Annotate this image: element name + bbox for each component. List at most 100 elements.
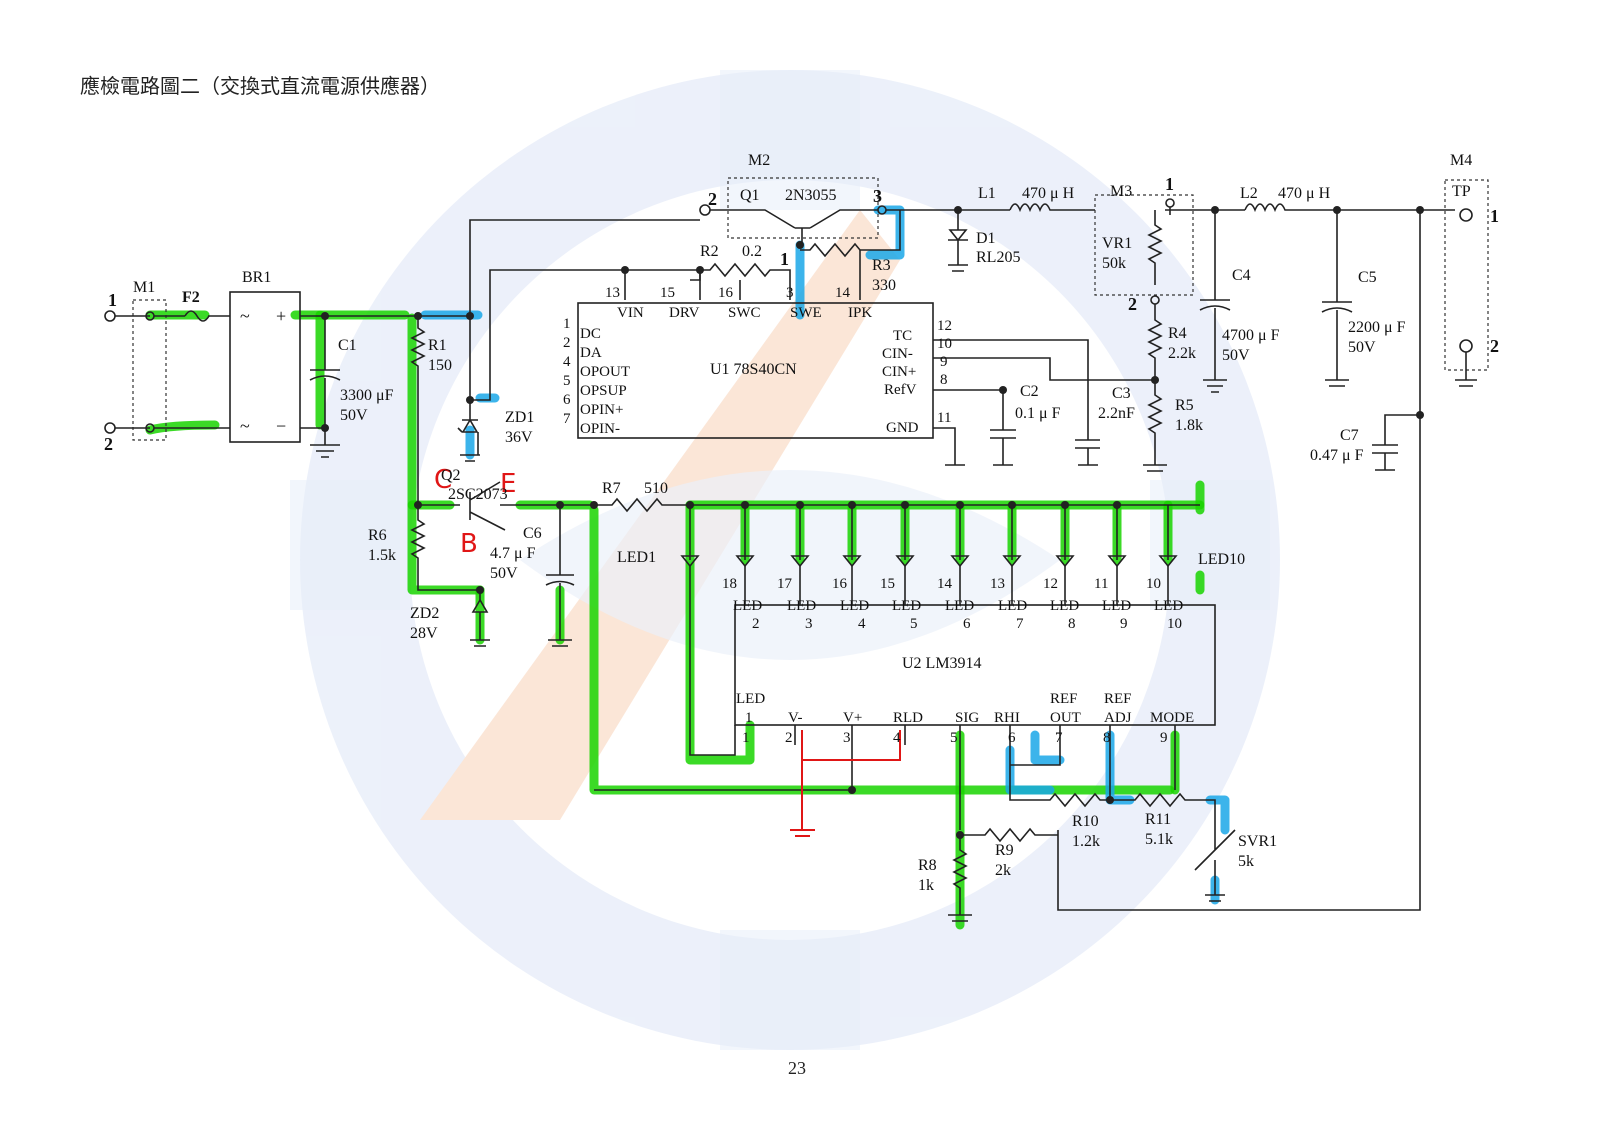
m2-terminal-2: 2: [708, 189, 717, 209]
watermark-logo: [290, 70, 1280, 1050]
u1-pin-num: 12: [937, 318, 952, 334]
r6-value: 1.5k: [368, 547, 396, 564]
c2-label: C2: [1020, 383, 1039, 400]
u1-right-pins: 12 TC 10 CIN- 9 CIN+ 8 RefV 11 GND: [882, 318, 952, 436]
u2-pin-line2: RLD: [893, 710, 923, 726]
br1-label: BR1: [242, 269, 271, 286]
u1-pin-num: 16: [718, 285, 734, 301]
u2-pin-line1: REF: [1050, 691, 1078, 707]
u2-pin-num: 2: [785, 730, 793, 746]
m1-label: M1: [133, 279, 155, 296]
u1-pin-name: DA: [580, 345, 602, 361]
c4-label: C4: [1232, 267, 1251, 284]
r2-value: 0.2: [742, 243, 762, 260]
u2-pin-num: 9: [1160, 730, 1168, 746]
u1-pin-num: 4: [563, 354, 571, 370]
c7-label: C7: [1340, 427, 1359, 444]
r1-value: 150: [428, 357, 452, 374]
u1-78s40cn: U1 78S40CN 13 VIN 15 DRV 16 SWC 3 SWE 14…: [563, 285, 952, 437]
svr1-label: SVR1: [1238, 833, 1277, 850]
u2-pin-line1: LED: [787, 598, 816, 614]
u1-pin-num: 9: [940, 354, 948, 370]
r1-label: R1: [428, 337, 447, 354]
u2-bottom-pins: LED 1 1 V- 2 V+ 3 RLD 4 SIG 5 RHI 6 REF …: [736, 691, 1194, 746]
u2-pin-num: 3: [843, 730, 851, 746]
annotation-e: E: [500, 469, 516, 499]
u2-pin-line2: SIG: [955, 710, 979, 726]
u2-pin-num: 15: [880, 576, 895, 592]
c2-value: 0.1 μ F: [1015, 405, 1061, 422]
annotation-c: C: [434, 465, 452, 495]
m3-label: M3: [1110, 183, 1132, 200]
u2-pin-line2: V+: [843, 710, 862, 726]
u2-pin-line1: LED: [1154, 598, 1183, 614]
r9-label: R9: [995, 842, 1014, 859]
d1-part: RL205: [976, 249, 1020, 266]
u2-pin-line2: MODE: [1150, 710, 1194, 726]
vr1-value: 50k: [1102, 255, 1126, 272]
c4-value: 4700 μ F: [1222, 327, 1280, 344]
m2-label: M2: [748, 152, 770, 169]
c1-label: C1: [338, 337, 357, 354]
r4-label: R4: [1168, 325, 1187, 342]
l1-label: L1: [978, 185, 996, 202]
r8-label: R8: [918, 857, 937, 874]
r5-label: R5: [1175, 397, 1194, 414]
u1-pin-num: 1: [563, 316, 571, 332]
q1-part: 2N3055: [785, 187, 837, 204]
r9-value: 2k: [995, 862, 1011, 879]
zd2-value: 28V: [410, 625, 438, 642]
u2-pin-line1: LED: [733, 598, 762, 614]
l2-value: 470 μ H: [1278, 185, 1331, 202]
c1-voltage: 50V: [340, 407, 368, 424]
u1-pin-name: OPOUT: [580, 364, 630, 380]
u1-top-pins: 13 VIN 15 DRV 16 SWC 3 SWE 14 IPK: [605, 285, 872, 321]
page-title: 應檢電路圖二（交換式直流電源供應器）: [80, 74, 440, 98]
u2-pin-line2: 9: [1120, 616, 1128, 632]
r2-label: R2: [700, 243, 719, 260]
vr1-label: VR1: [1102, 235, 1132, 252]
page-number: 23: [788, 1058, 806, 1078]
u2-lm3914: U2 LM3914 18 LED 2 17 LED 3 16 LED 4 15 …: [722, 576, 1194, 746]
u2-pin-line2: 10: [1167, 616, 1182, 632]
d1-label: D1: [976, 230, 996, 247]
u2-pin-line2: ADJ: [1104, 710, 1132, 726]
c6-label: C6: [523, 525, 542, 542]
u2-pin-num: 7: [1055, 730, 1063, 746]
u1-pin-num: 8: [940, 372, 948, 388]
u2-pin-num: 10: [1146, 576, 1161, 592]
u2-pin-line1: LED: [945, 598, 974, 614]
u2-pin-num: 4: [893, 730, 901, 746]
r3-value: 330: [872, 277, 896, 294]
c5-value: 2200 μ F: [1348, 319, 1406, 336]
u2-pin-num: 8: [1103, 730, 1111, 746]
u2-pin-line1: LED: [998, 598, 1027, 614]
l1-value: 470 μ H: [1022, 185, 1075, 202]
u2-pin-line2: 7: [1016, 616, 1024, 632]
u1-pin-name: VIN: [617, 305, 644, 321]
u2-pin-num: 6: [1008, 730, 1016, 746]
q1-label: Q1: [740, 187, 760, 204]
u2-pin-line1: LED: [840, 598, 869, 614]
u1-pin-name: RefV: [884, 382, 917, 398]
wiring: [104, 177, 1489, 922]
svr1-value: 5k: [1238, 853, 1254, 870]
br1-plus: +: [276, 306, 286, 326]
led10-label: LED10: [1198, 551, 1245, 568]
u1-pin-name: GND: [886, 420, 919, 436]
br1-ac-2: ~: [240, 416, 250, 436]
m3-terminal-1: 1: [1165, 174, 1174, 194]
m1-terminal-2: 2: [104, 434, 113, 454]
u2-pin-line2: 5: [910, 616, 918, 632]
u2-pin-line2: 4: [858, 616, 866, 632]
m3-terminal-2: 2: [1128, 294, 1137, 314]
m2-terminal-1: 1: [780, 249, 789, 269]
m2-terminal-3: 3: [873, 186, 882, 206]
u1-pin-num: 5: [563, 373, 571, 389]
m4-terminal-1: 1: [1490, 206, 1499, 226]
u2-pin-num: 5: [950, 730, 958, 746]
u1-pin-num: 7: [563, 411, 571, 427]
u2-pin-line1: LED: [736, 691, 765, 707]
r11-label: R11: [1145, 811, 1171, 828]
